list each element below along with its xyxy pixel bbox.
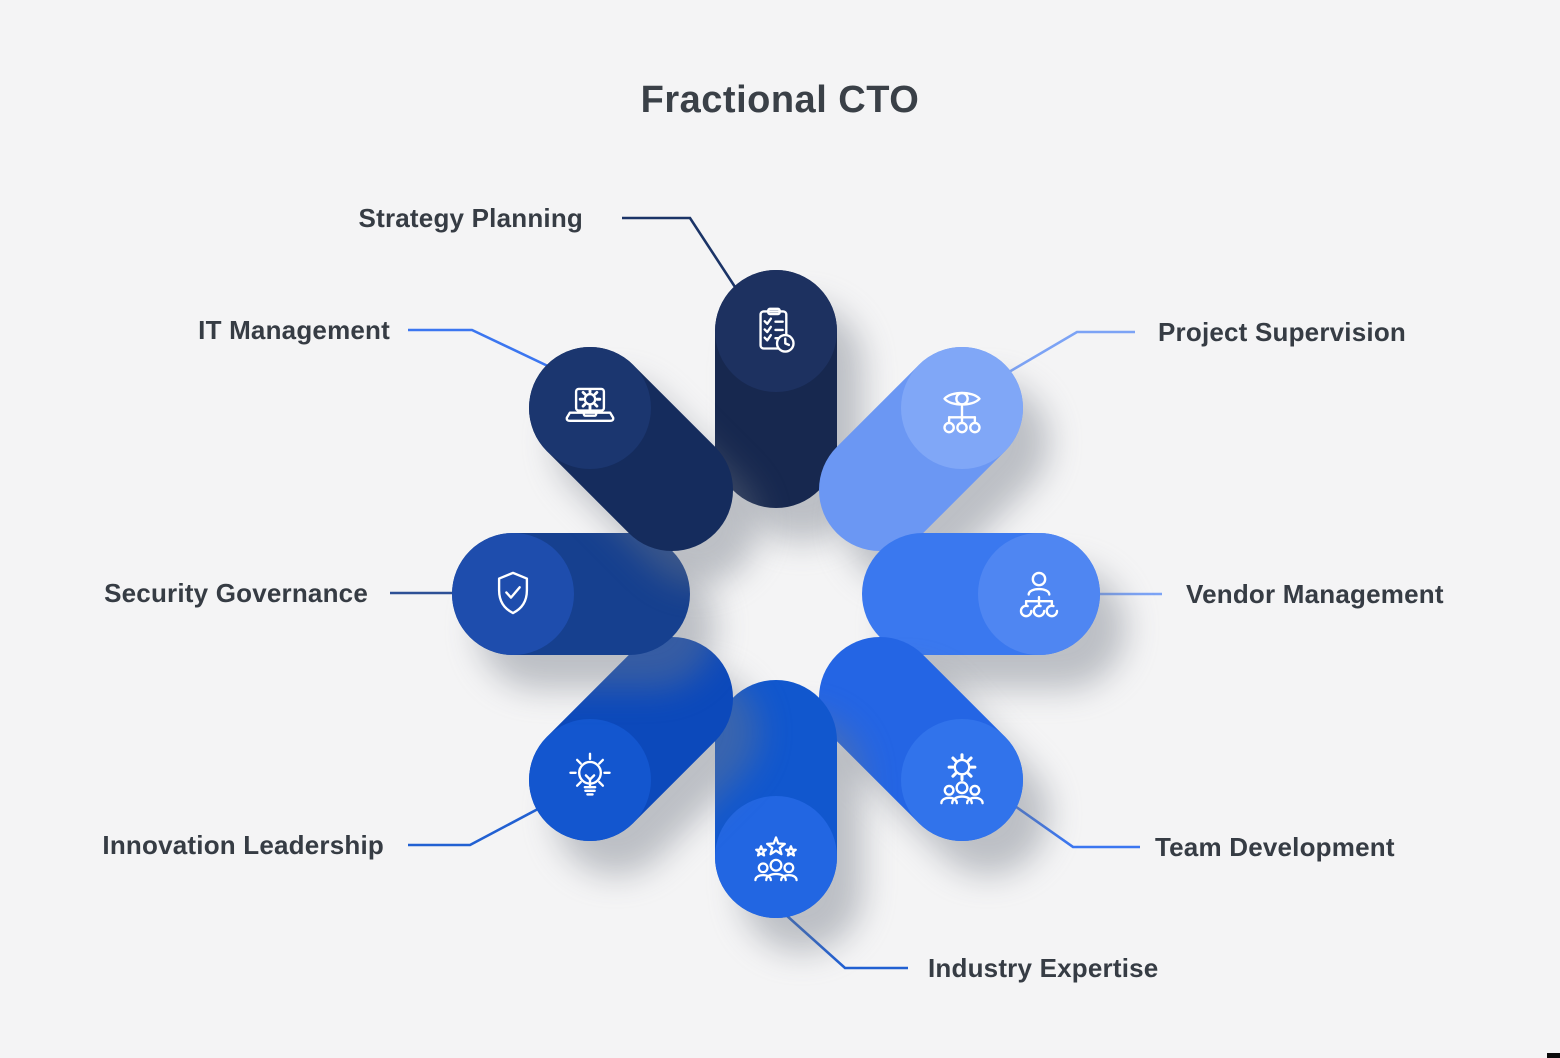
label-it-management: IT Management — [198, 315, 390, 345]
shield-check-icon — [478, 559, 548, 629]
segment-head-innovation-leadership — [503, 693, 677, 867]
eye-hierarchy-icon — [927, 373, 997, 443]
connector-it-management — [408, 328, 553, 370]
label-innovation-leadership: Innovation Leadership — [102, 830, 384, 860]
segment-innovation-leadership — [503, 611, 773, 867]
clipboard-checklist-clock-icon — [741, 296, 811, 366]
label-security-governance: Security Governance — [104, 578, 368, 608]
label-project-supervision: Project Supervision — [1158, 317, 1406, 347]
segment-head-it-management — [503, 321, 677, 495]
segment-industry-expertise — [715, 680, 959, 918]
segment-head-strategy-planning — [715, 270, 837, 392]
lightbulb-icon — [555, 745, 625, 815]
segment-head-vendor-management — [978, 533, 1100, 655]
screenshot-artifact — [1547, 1053, 1560, 1058]
segment-project-supervision — [793, 321, 1145, 577]
segment-head-team-development — [875, 693, 1049, 867]
connector-team-development — [1011, 802, 1140, 849]
segment-head-project-supervision — [875, 321, 1049, 495]
stars-team-icon — [741, 822, 811, 892]
connector-innovation-leadership — [408, 799, 554, 847]
person-hierarchy-icon — [1004, 559, 1074, 629]
label-industry-expertise: Industry Expertise — [928, 953, 1159, 983]
gear-team-icon — [927, 745, 997, 815]
connector-industry-expertise — [785, 914, 908, 970]
segment-head-security-governance — [452, 533, 574, 655]
segment-team-development — [793, 611, 1145, 867]
laptop-gear-icon — [555, 373, 625, 443]
segment-head-industry-expertise — [715, 796, 837, 918]
segment-security-governance — [452, 533, 696, 655]
segment-it-management — [503, 321, 773, 577]
label-team-development: Team Development — [1155, 832, 1395, 862]
connector-strategy-planning — [622, 216, 739, 291]
segment-strategy-planning — [715, 270, 959, 508]
label-strategy-planning: Strategy Planning — [358, 203, 583, 233]
connector-project-supervision — [1008, 330, 1135, 374]
label-vendor-management: Vendor Management — [1186, 579, 1444, 609]
page-title: Fractional CTO — [640, 79, 920, 121]
segment-vendor-management — [862, 533, 1222, 655]
